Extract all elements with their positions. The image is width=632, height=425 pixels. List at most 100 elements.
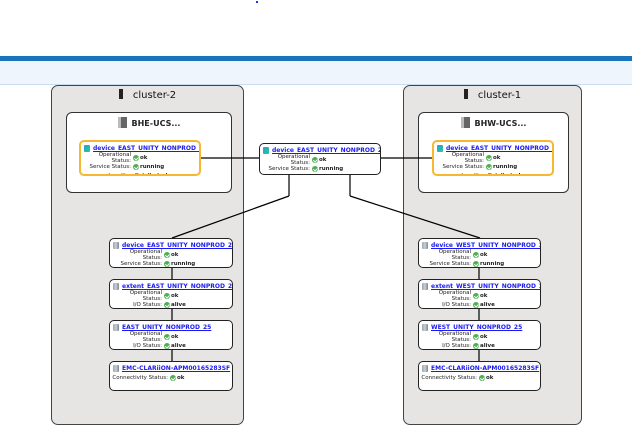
status-value: ok [177,375,185,381]
status-row: Connectivity Status: ok [419,374,540,382]
status-value: ok [171,293,179,299]
check-icon [170,375,176,381]
status-row: Operational Status:ok [419,331,540,343]
node-title-link[interactable]: EMC-CLARiiON-APM00165283SF [122,365,231,372]
check-icon [473,334,479,340]
status-value: ok [171,334,179,340]
status-row: Operational Status: ok [81,152,199,164]
connector [349,195,481,239]
cursor-dot [256,1,258,3]
device-icon [84,145,90,152]
host-icon [460,117,470,128]
status-label: I/O Status: [442,302,471,308]
node-title-link[interactable]: device_EAST_UNITY_NONPROD_25 [272,147,381,154]
status-value: ok [486,375,494,381]
status-label: Service Status: [429,261,471,267]
left-array-node[interactable]: EMC-CLARiiON-APM00165283SF Connectivity S… [109,361,233,391]
storage-icon [113,283,119,290]
status-value: ok [493,155,501,161]
storage-icon [113,365,119,372]
check-icon [164,252,170,258]
status-label: Operational Status: [277,154,310,166]
status-row: Service Status:running [260,165,380,173]
status-value: alive [480,343,495,349]
status-row: Operational Status:ok [110,331,232,343]
status-row: Operational Status: ok [110,290,232,302]
check-icon [473,302,479,308]
status-value: running [493,164,518,170]
status-label: Locality: [461,173,484,176]
status-value: running [140,164,165,170]
node-title-link[interactable]: device_EAST_UNITY_NONPROD_25 [93,145,201,152]
status-label: Connectivity Status: [421,375,477,381]
status-value: ok [140,155,148,161]
check-icon [312,157,318,163]
check-icon [473,261,479,267]
status-row: I/O Status:alive [110,342,232,349]
check-icon [164,293,170,299]
host-icon [117,117,127,128]
storage-icon [113,324,119,331]
check-icon [312,166,318,172]
storage-icon [422,242,428,249]
check-icon [164,334,170,340]
status-label: Operational Status: [98,152,131,164]
status-row: Locality:distributed [434,172,552,176]
status-value: ok [480,334,488,340]
check-icon [486,164,492,170]
node-title-link[interactable]: EAST_UNITY_NONPROD_25 [122,324,212,331]
node-title-link[interactable]: extent_WEST_UNITY_NONPROD_25 [431,283,541,290]
status-row: Operational Status:ok [419,290,540,302]
status-value: running [480,261,505,267]
status-label: Operational Status: [129,290,162,302]
check-icon [133,164,139,170]
node-title-link[interactable]: device_EAST_UNITY_NONPROD_25 [446,145,554,152]
status-row: Operational Status:ok [434,152,552,164]
node-title-link[interactable]: EMC-CLARiiON-APM00165283SF [431,365,540,372]
status-label: Connectivity Status: [112,375,168,381]
status-label: I/O Status: [133,302,162,308]
server-icon [463,89,468,99]
status-row: Operational Status:ok [110,249,232,261]
status-row: Locality:distributed [81,172,199,176]
status-row: Service Status: running [419,260,540,267]
host-box: BHE-UCS... [66,112,232,193]
status-value: running [171,261,196,267]
right-array-node[interactable]: EMC-CLARiiON-APM00165283SF Connectivity S… [418,361,541,391]
check-icon [133,155,139,161]
status-value: ok [319,157,327,163]
status-row: I/O Status:alive [110,301,232,308]
node-title-link[interactable]: device_EAST_UNITY_NONPROD_25 [122,242,233,249]
device-icon [263,147,269,154]
status-value: distributed [133,173,168,176]
status-value: running [319,166,344,172]
check-icon [164,343,170,349]
status-label: I/O Status: [133,343,162,349]
status-value: ok [480,252,488,258]
server-icon [118,89,123,99]
storage-icon [422,324,428,331]
node-title-link[interactable]: WEST_UNITY_NONPROD_25 [431,324,523,331]
host-title: BHW-UCS... [474,119,527,128]
status-value: distributed [486,173,521,176]
check-icon [473,343,479,349]
check-icon [164,261,170,267]
node-title-link[interactable]: extent_EAST_UNITY_NONPROD_25 [122,283,233,290]
storage-icon [422,365,428,372]
status-label: I/O Status: [442,343,471,349]
check-icon [164,302,170,308]
status-value: alive [480,302,495,308]
status-row: I/O Status: alive [419,301,540,308]
node-title-link[interactable]: device_WEST_UNITY_NONPROD_25 [431,242,541,249]
status-value: ok [171,252,179,258]
